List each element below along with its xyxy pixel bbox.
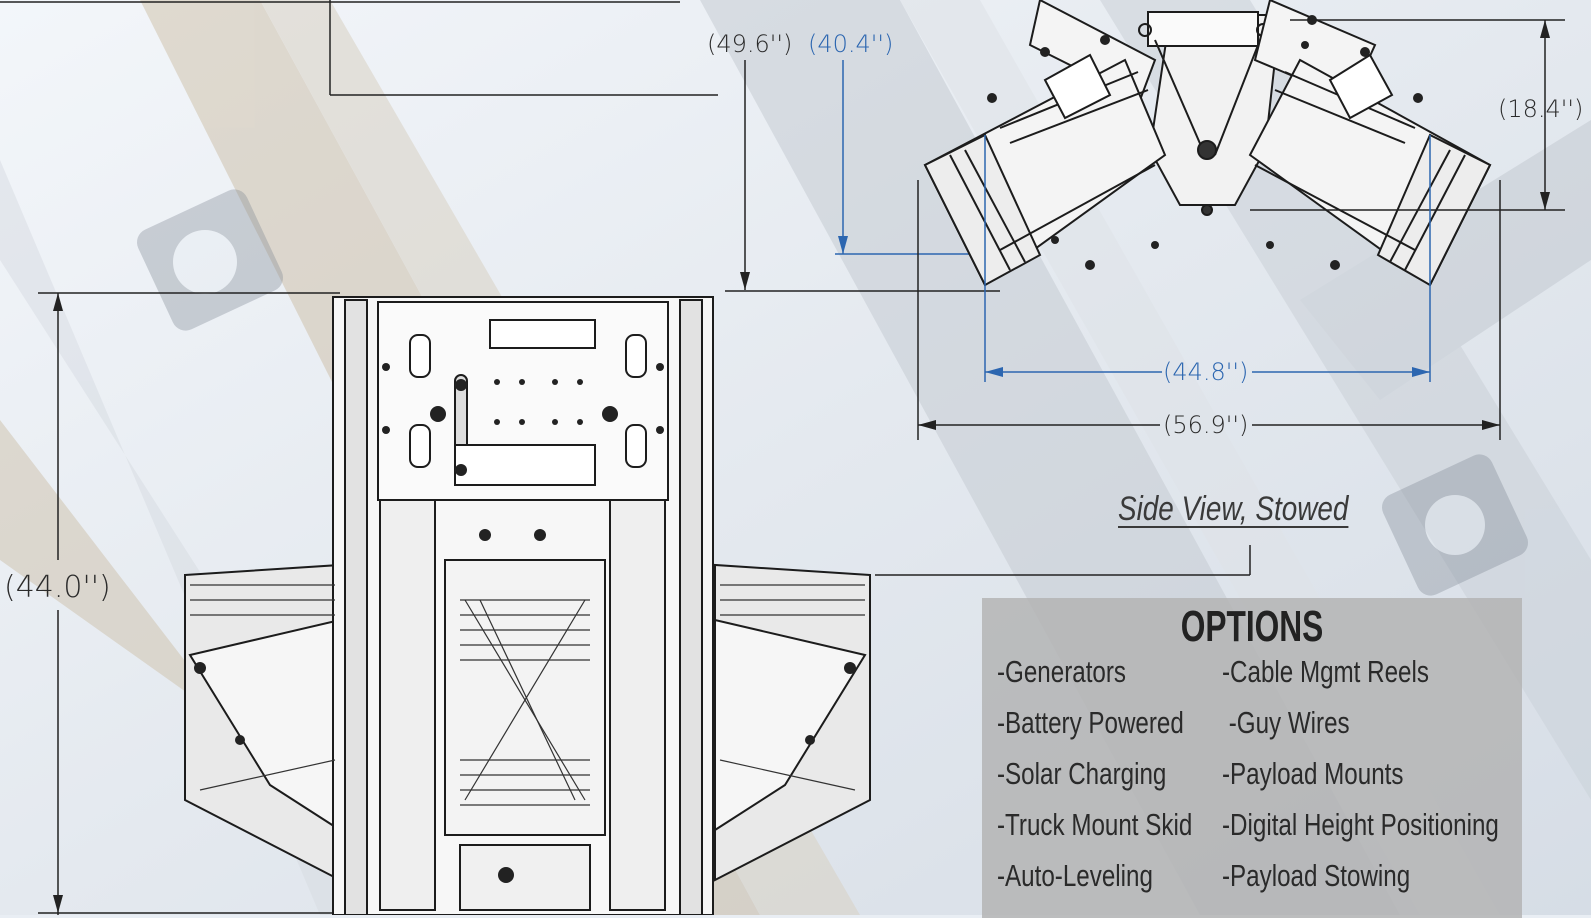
options-title: OPTIONS <box>1180 602 1324 651</box>
dimension-overall-width: (56.9'') <box>1163 411 1249 439</box>
dimension-inner-width: (44.8'') <box>1163 358 1249 386</box>
dimension-front-height: (44.0'') <box>4 570 111 605</box>
option-item: -Auto-Leveling <box>997 858 1153 893</box>
option-item: -Truck Mount Skid <box>997 807 1193 842</box>
option-item: -Cable Mgmt Reels <box>1222 654 1429 689</box>
option-item: -Digital Height Positioning <box>1222 807 1499 842</box>
option-item: -Generators <box>997 654 1127 689</box>
view-caption: Side View, Stowed <box>1118 490 1349 528</box>
dimension-overall-length: (49.6'') <box>707 30 793 58</box>
dimension-side-height: (18.4'') <box>1498 95 1584 123</box>
option-item: -Payload Stowing <box>1222 858 1411 893</box>
options-panel: OPTIONS -Generators -Battery Powered -So… <box>982 598 1522 918</box>
option-item: -Guy Wires <box>1222 705 1350 740</box>
dimension-inner-length: (40.4'') <box>808 30 894 58</box>
option-item: -Solar Charging <box>997 756 1167 791</box>
option-item: -Payload Mounts <box>1222 756 1404 791</box>
option-item: -Battery Powered <box>997 705 1184 740</box>
